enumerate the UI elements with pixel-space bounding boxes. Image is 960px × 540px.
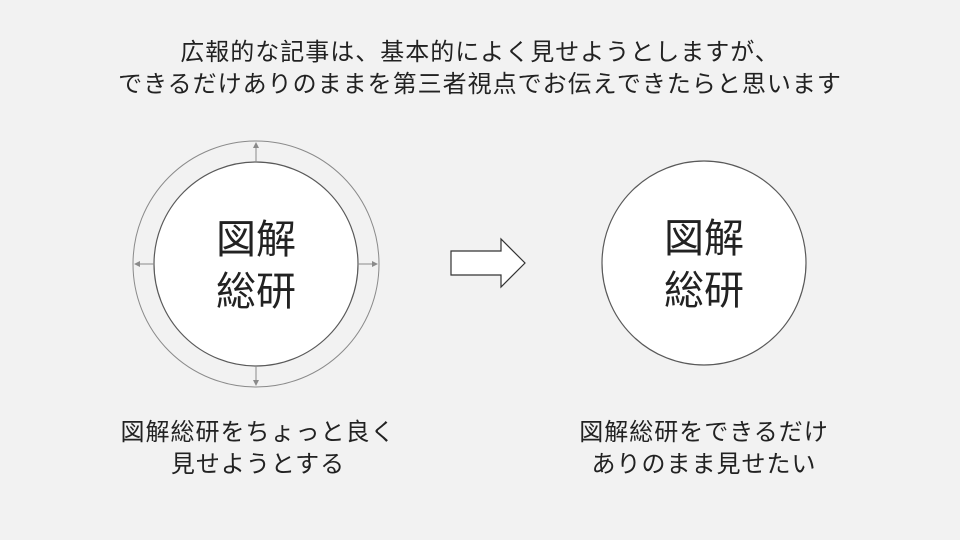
header-line-2: できるだけありのままを第三者視点でお伝えできたらと思います <box>118 70 842 98</box>
right-caption: 図解総研をできるだけ ありのまま見せたい <box>504 416 904 480</box>
header-text: 広報的な記事は、基本的によく見せようとしますが、 できるだけありのままを第三者視… <box>0 36 960 100</box>
left-caption: 図解総研をちょっと良く 見せようとする <box>58 416 458 480</box>
header-line-1: 広報的な記事は、基本的によく見せようとしますが、 <box>180 38 780 66</box>
enhanced-image-group: 図解 総研 <box>132 140 380 388</box>
left-circle-line-1: 図解 <box>216 217 296 263</box>
left-caption-line-1: 図解総研をちょっと良く <box>120 418 396 446</box>
outward-arrow-icon <box>134 142 378 386</box>
left-circle-line-2: 総研 <box>216 269 296 315</box>
right-circle-line-1: 図解 <box>664 216 744 262</box>
right-caption-line-1: 図解総研をできるだけ <box>579 418 829 446</box>
right-caption-line-2: ありのまま見せたい <box>591 450 817 478</box>
left-caption-line-2: 見せようとする <box>170 450 346 478</box>
right-circle <box>601 160 807 366</box>
right-arrow-icon <box>450 237 526 289</box>
outer-ring <box>132 140 380 388</box>
right-circle-line-2: 総研 <box>664 268 744 314</box>
left-inner-circle <box>153 161 359 367</box>
as-is-image-group: 図解 総研 <box>601 160 807 366</box>
